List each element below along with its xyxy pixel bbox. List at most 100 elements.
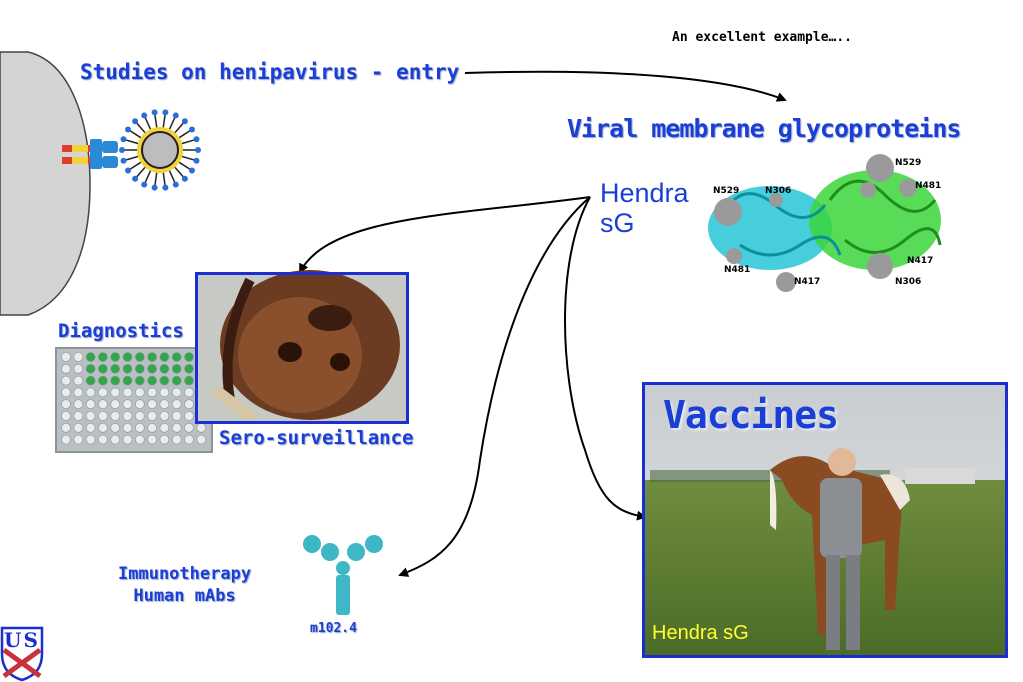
plate-well (147, 387, 157, 398)
plate-well (61, 375, 71, 386)
plate-well (135, 399, 145, 410)
plate-well (147, 375, 157, 386)
plate-well (147, 411, 157, 421)
plate-well (110, 375, 120, 386)
arrow-to-serosurveillance (299, 196, 591, 274)
plate-well (61, 352, 71, 362)
arrow-entry-to-glycoproteins (464, 70, 787, 102)
plate-well (110, 352, 120, 362)
plate-well (61, 422, 71, 433)
plate-well (171, 434, 182, 445)
plate-well (122, 352, 133, 362)
elisa-plate-image (55, 347, 213, 453)
virion-spike-tip (193, 157, 200, 164)
virion-spike-tip (120, 136, 127, 143)
virion-spike-tip (132, 175, 139, 182)
plate-well (85, 411, 96, 421)
plate-well (122, 363, 133, 374)
immunotherapy-label: Immunotherapy Human mAbs (118, 564, 252, 606)
plate-well (61, 399, 71, 410)
virion-spike-tip (172, 112, 179, 119)
diagnostics-label: Diagnostics (58, 320, 184, 342)
vaccines-title: Vaccines (663, 393, 839, 437)
plate-well (184, 352, 194, 362)
virion-spike-tip (141, 112, 148, 119)
vaccine-field-photo (644, 384, 1006, 656)
plate-well (110, 422, 120, 433)
plate-well (61, 363, 71, 374)
plate-well (135, 434, 145, 445)
plate-well (171, 352, 182, 362)
plate-well (135, 352, 145, 362)
virion-spike-tip (195, 147, 201, 153)
structure-label-n306-top: N306 (765, 186, 792, 196)
plate-well (73, 422, 84, 433)
plate-well (171, 375, 182, 386)
virion-spike-tip (125, 167, 132, 174)
structure-label-n529-right: N529 (895, 158, 922, 168)
virion-spike-tip (188, 126, 195, 133)
plate-well (135, 411, 145, 421)
plate-well (159, 434, 170, 445)
protein-structure-image (708, 154, 942, 292)
plate-well (159, 375, 170, 386)
plate-well (122, 387, 133, 398)
receptor-icon (62, 139, 118, 169)
plate-well (196, 434, 207, 445)
plate-well (122, 375, 133, 386)
plate-well (147, 399, 157, 410)
plate-well (184, 387, 194, 398)
sero-surveillance-label: Sero-surveillance (219, 427, 414, 449)
virion-spike (153, 169, 158, 188)
structure-label-n306-bottom: N306 (895, 277, 922, 287)
structure-label-n417-left: N417 (794, 277, 821, 287)
plate-well (147, 363, 157, 374)
logo-text: US (4, 628, 40, 652)
plate-well (85, 434, 96, 445)
plate-well (85, 375, 96, 386)
virion-spike-tip (181, 118, 188, 125)
plate-well (98, 387, 108, 398)
plate-well (135, 387, 145, 398)
bat-photo-frame (195, 272, 409, 424)
virion-spike-tip (141, 181, 148, 188)
plate-well (98, 352, 108, 362)
plate-well (196, 422, 207, 433)
vaccine-photo-frame (642, 382, 1008, 658)
plate-well (171, 387, 182, 398)
virion-core (141, 131, 179, 169)
virion-spike-tip (193, 136, 200, 143)
plate-well (85, 387, 96, 398)
plate-well (61, 387, 71, 398)
plate-well (73, 363, 84, 374)
structure-label-n417-right: N417 (907, 256, 934, 266)
plate-well (73, 387, 84, 398)
plate-well (73, 399, 84, 410)
plate-well (85, 352, 96, 362)
plate-well (159, 387, 170, 398)
plate-well (184, 375, 194, 386)
plate-well (184, 434, 194, 445)
plate-well (61, 434, 71, 445)
plate-well (135, 363, 145, 374)
glycoproteins-label: Viral membrane glycoproteins (567, 114, 961, 143)
virion-spike (123, 138, 142, 146)
hendra-sg-label: Hendra sG (600, 178, 689, 238)
plate-well (122, 434, 133, 445)
plate-well (110, 434, 120, 445)
plate-well (122, 411, 133, 421)
virion-spike (167, 167, 177, 185)
structure-label-n481-left: N481 (724, 265, 751, 275)
virion-spike (167, 115, 177, 133)
plate-well (171, 363, 182, 374)
virion-spike-tip (181, 175, 188, 182)
plate-well (135, 422, 145, 433)
plate-well (147, 352, 157, 362)
host-cell (0, 51, 91, 316)
plate-well (85, 422, 96, 433)
antibody-image (303, 535, 383, 615)
plate-well (122, 399, 133, 410)
plate-well (85, 399, 96, 410)
plate-well (184, 411, 194, 421)
